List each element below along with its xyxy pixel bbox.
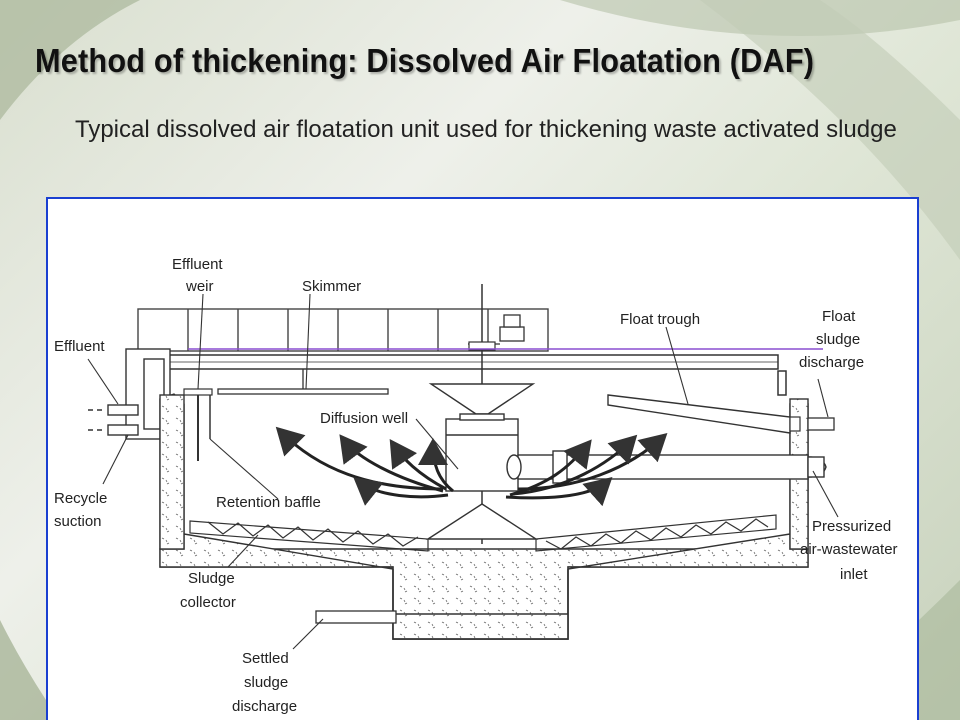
bottom-cone xyxy=(425,503,539,540)
label-pressurized-2: air-wastewater xyxy=(800,541,898,558)
label-settled-3: discharge xyxy=(232,698,297,715)
label-pressurized-1: Pressurized xyxy=(812,518,891,535)
float-discharge-pipe xyxy=(807,417,835,431)
daf-diagram: Effluent weir Skimmer Float trough Float… xyxy=(54,256,898,715)
label-effluent: Effluent xyxy=(54,338,105,355)
label-pressurized-3: inlet xyxy=(840,566,868,583)
label-float-sludge-2: sludge xyxy=(816,331,860,348)
slide-subtitle: Typical dissolved air floatation unit us… xyxy=(75,116,897,143)
daf-diagram-frame: Effluent weir Skimmer Float trough Float… xyxy=(46,197,919,720)
skimmer-arm xyxy=(217,369,389,395)
flow-arrows xyxy=(275,426,668,507)
label-diffusion-well: Diffusion well xyxy=(320,410,408,427)
pressurized-inlet-pipe xyxy=(506,450,827,484)
slide-title: Method of thickening: Dissolved Air Floa… xyxy=(35,42,815,79)
label-float-sludge-1: Float xyxy=(822,308,856,325)
float-trough xyxy=(607,394,791,434)
label-sludge-collector-2: collector xyxy=(180,594,236,611)
label-settled-1: Settled xyxy=(242,650,289,667)
label-effluent-weir-1: Effluent xyxy=(172,256,223,273)
top-walkway xyxy=(137,308,549,352)
label-skimmer: Skimmer xyxy=(302,278,361,295)
leader-lines xyxy=(87,293,839,650)
sludge-hopper xyxy=(392,569,569,640)
sludge-collector-left xyxy=(189,520,429,552)
label-float-trough: Float trough xyxy=(620,311,700,328)
sludge-collector-right xyxy=(535,514,777,552)
label-sludge-collector-1: Sludge xyxy=(188,570,235,587)
label-float-sludge-3: discharge xyxy=(799,354,864,371)
label-settled-2: sludge xyxy=(244,674,288,691)
diffusion-well xyxy=(428,383,536,492)
label-recycle-1: Recycle xyxy=(54,490,107,507)
settled-discharge-pipe xyxy=(315,610,397,624)
label-effluent-weir-2: weir xyxy=(185,278,214,295)
label-recycle-2: suction xyxy=(54,513,102,530)
effluent-pipes xyxy=(88,404,139,436)
label-retention-baffle: Retention baffle xyxy=(216,494,321,511)
drive-motor xyxy=(468,314,525,345)
